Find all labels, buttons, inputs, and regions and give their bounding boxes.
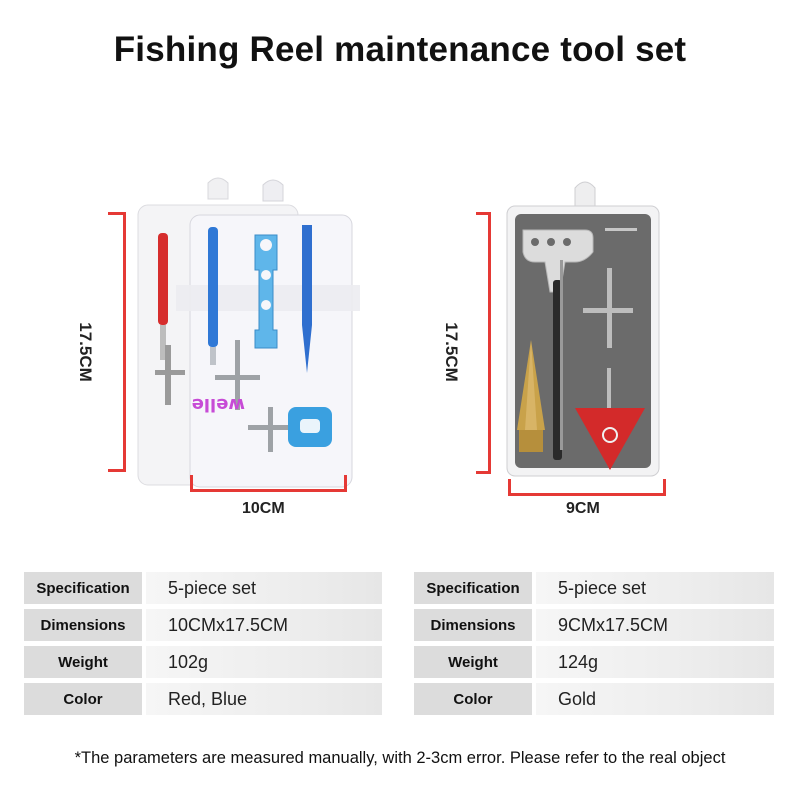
spec-row-specification: Specification 5-piece set bbox=[414, 572, 774, 604]
left-width-line bbox=[190, 489, 347, 492]
left-width-cap-left bbox=[190, 475, 193, 491]
right-product-image bbox=[505, 180, 665, 480]
right-width-cap-right bbox=[663, 479, 666, 495]
spec-row-dimensions: Dimensions 10CMx17.5CM bbox=[24, 609, 382, 641]
spec-row-dimensions: Dimensions 9CMx17.5CM bbox=[414, 609, 774, 641]
right-width-line bbox=[508, 493, 666, 496]
spec-key: Weight bbox=[414, 646, 532, 678]
spec-key: Specification bbox=[24, 572, 142, 604]
spec-value: 5-piece set bbox=[146, 572, 382, 604]
spec-row-weight: Weight 102g bbox=[24, 646, 382, 678]
spec-value: 10CMx17.5CM bbox=[146, 609, 382, 641]
left-height-cap-bottom bbox=[108, 469, 126, 472]
spec-key: Dimensions bbox=[414, 609, 532, 641]
spec-key: Dimensions bbox=[24, 609, 142, 641]
right-height-cap-bottom bbox=[476, 471, 491, 474]
right-height-cap-top bbox=[476, 212, 491, 215]
spec-value: 9CMx17.5CM bbox=[536, 609, 774, 641]
spec-value: Red, Blue bbox=[146, 683, 382, 715]
left-width-label: 10CM bbox=[242, 500, 285, 517]
right-height-label: 17.5CM bbox=[441, 322, 461, 382]
left-product-image: welle bbox=[120, 175, 376, 495]
svg-text:welle: welle bbox=[192, 394, 245, 415]
left-width-cap-right bbox=[344, 475, 347, 491]
spec-row-specification: Specification 5-piece set bbox=[24, 572, 382, 604]
spec-value: 124g bbox=[536, 646, 774, 678]
left-height-line bbox=[123, 212, 126, 472]
spec-value: Gold bbox=[536, 683, 774, 715]
right-spec-table: Specification 5-piece set Dimensions 9CM… bbox=[414, 572, 774, 720]
spec-key: Specification bbox=[414, 572, 532, 604]
spec-value: 102g bbox=[146, 646, 382, 678]
front-case: welle bbox=[176, 179, 376, 488]
spec-value: 5-piece set bbox=[536, 572, 774, 604]
right-height-line bbox=[488, 212, 491, 474]
spec-row-color: Color Red, Blue bbox=[24, 683, 382, 715]
right-width-cap-left bbox=[508, 479, 511, 495]
page-title: Fishing Reel maintenance tool set bbox=[113, 30, 687, 69]
footnote: *The parameters are measured manually, w… bbox=[74, 749, 726, 767]
left-height-label: 17.5CM bbox=[75, 322, 95, 382]
left-spec-table: Specification 5-piece set Dimensions 10C… bbox=[24, 572, 382, 720]
spec-key: Weight bbox=[24, 646, 142, 678]
right-width-label: 9CM bbox=[566, 500, 600, 517]
spec-row-color: Color Gold bbox=[414, 683, 774, 715]
spec-row-weight: Weight 124g bbox=[414, 646, 774, 678]
left-height-cap-top bbox=[108, 212, 126, 215]
spec-key: Color bbox=[414, 683, 532, 715]
spec-key: Color bbox=[24, 683, 142, 715]
